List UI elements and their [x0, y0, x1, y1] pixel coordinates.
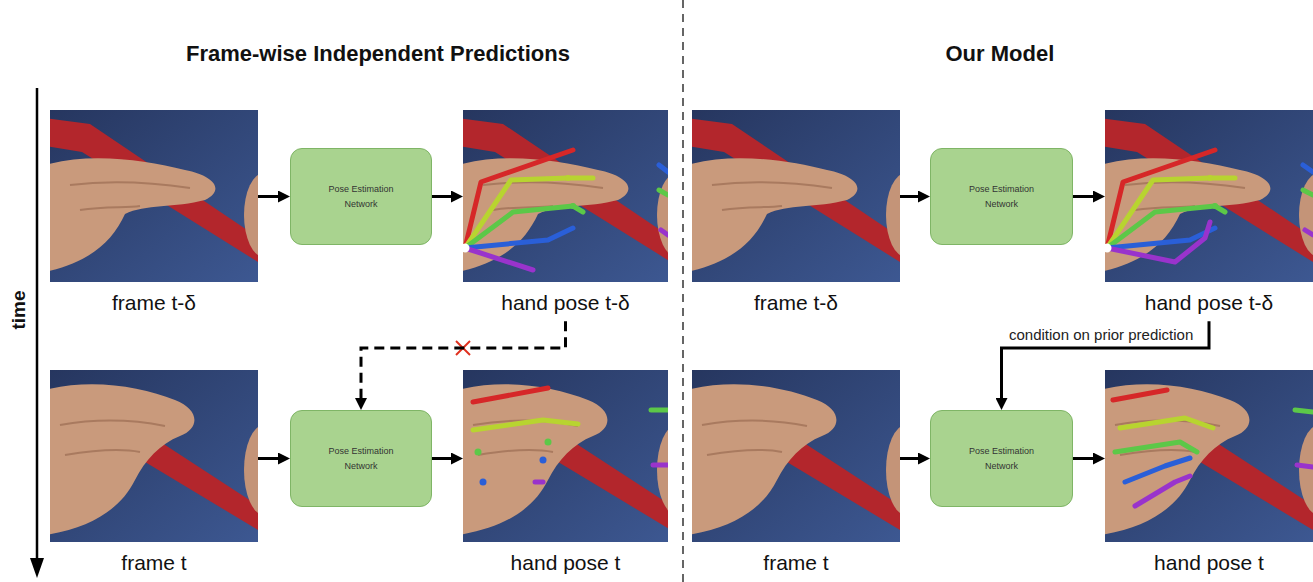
divider-line — [682, 0, 684, 582]
section-title: Frame-wise Independent Predictions — [186, 41, 570, 67]
image-panel: frame t-δ — [692, 110, 900, 321]
box-label: Pose Estimation Network — [961, 182, 1043, 211]
image-panel: hand pose t — [463, 370, 668, 581]
image-caption: hand pose t-δ — [1145, 290, 1273, 315]
image-caption: frame t — [763, 550, 828, 575]
image-panel: hand pose t-δ — [463, 110, 668, 321]
image-panel: frame t — [50, 370, 258, 581]
box-label: Pose Estimation Network — [320, 182, 402, 211]
image-panel: hand pose t-δ — [1105, 110, 1313, 321]
box-label: Pose Estimation Network — [961, 444, 1043, 473]
time-axis — [36, 88, 39, 560]
image-panel: hand pose t — [1105, 370, 1313, 581]
video-frame — [45, 110, 284, 282]
video-frame — [687, 110, 926, 282]
network-box: Pose Estimation Network — [290, 148, 432, 245]
arrow-connector — [900, 195, 924, 198]
box-label: Pose Estimation Network — [320, 444, 402, 473]
arrow-connector — [1073, 457, 1099, 460]
image-caption: frame t-δ — [112, 290, 196, 315]
image-caption: frame t-δ — [754, 290, 838, 315]
arrow-connector — [258, 195, 284, 198]
image-caption: frame t — [121, 550, 186, 575]
arrow-connector — [1002, 321, 1210, 404]
image-panel: frame t — [692, 370, 900, 581]
hand-pose-image — [458, 370, 697, 542]
axis-label: time — [7, 290, 29, 329]
video-frame — [687, 370, 926, 542]
arrow-connector — [1073, 195, 1099, 198]
hand-pose-image — [1100, 110, 1313, 282]
arrow-connector — [258, 457, 284, 460]
image-caption: hand pose t — [1154, 550, 1264, 575]
network-box: Pose Estimation Network — [290, 410, 432, 507]
image-caption: hand pose t — [511, 550, 621, 575]
section-title: Our Model — [946, 41, 1055, 67]
edge-label: condition on prior prediction — [1007, 326, 1195, 343]
arrow-connector — [432, 195, 457, 198]
arrow-connector — [432, 457, 457, 460]
arrow-connector — [900, 457, 924, 460]
network-box: Pose Estimation Network — [930, 410, 1073, 507]
hand-pose-image — [458, 110, 697, 282]
image-panel: frame t-δ — [50, 110, 258, 321]
dashed-connector — [361, 321, 566, 404]
hand-pose-image — [1100, 370, 1313, 542]
time-arrowhead — [30, 558, 44, 578]
network-box: Pose Estimation Network — [930, 148, 1073, 245]
video-frame — [45, 370, 284, 542]
image-caption: hand pose t-δ — [501, 290, 629, 315]
